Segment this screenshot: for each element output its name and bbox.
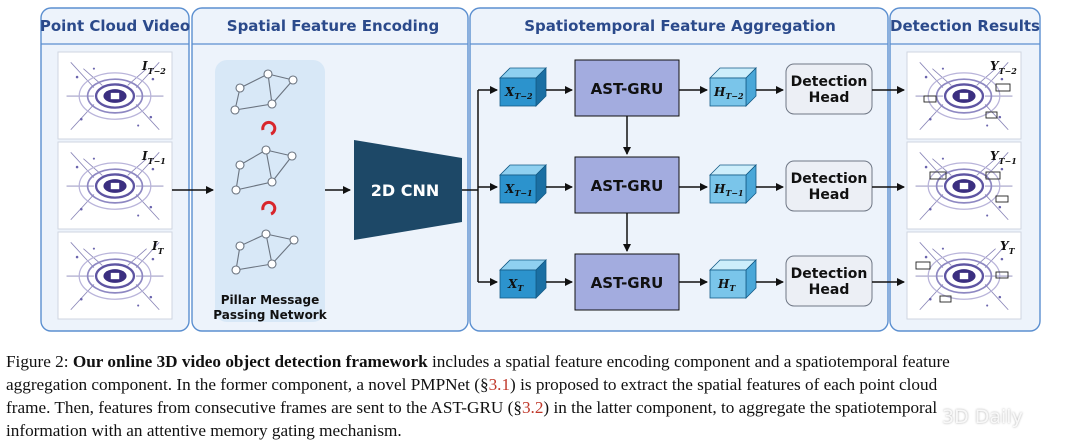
cube-front	[499, 174, 537, 204]
caption-line-2: aggregation component. In the former com…	[6, 373, 1078, 396]
head-label-line1: Detection	[791, 171, 868, 187]
hidden-state-cube: HT−2	[709, 67, 757, 107]
hidden-label: HT−2	[713, 85, 744, 101]
caption-line-1: Figure 2: Our online 3D video object det…	[6, 350, 1078, 373]
feature-label: XT−2	[504, 85, 533, 101]
hidden-label: HT	[717, 277, 736, 293]
section-ref-link[interactable]: 3.1	[488, 375, 511, 394]
result-label: YT	[1000, 239, 1016, 256]
cube-front	[499, 77, 537, 107]
detection-head: Detection Head	[785, 63, 873, 115]
gru-label: AST-GRU	[591, 177, 664, 195]
pmpnet-label-line2: Passing Network	[213, 308, 327, 322]
hidden-state-cube: HT	[709, 259, 757, 299]
gru-label: AST-GRU	[591, 274, 664, 292]
caption-line-3: frame. Then, features from consecutive f…	[6, 396, 1078, 419]
feature-cube: XT−1	[499, 164, 547, 204]
hidden-label: HT−1	[713, 182, 744, 198]
bounding-boxes	[915, 261, 1009, 303]
head-label-line1: Detection	[791, 74, 868, 90]
head-label-line2: Head	[809, 90, 850, 106]
output-frame: YT−1	[906, 141, 1022, 230]
output-frame: YT−2	[906, 51, 1022, 140]
graph-icon	[231, 145, 297, 195]
ast-gru-block: AST-GRU	[574, 59, 680, 117]
panel-title-point-cloud-video: Point Cloud Video	[40, 17, 190, 35]
bounding-boxes	[929, 171, 1009, 203]
head-label-line1: Detection	[791, 266, 868, 282]
refresh-icon	[261, 200, 277, 216]
head-box	[785, 255, 873, 307]
detection-head: Detection Head	[785, 255, 873, 307]
hidden-state-cube: HT−1	[709, 164, 757, 204]
cube-front	[499, 269, 537, 299]
refresh-icon	[261, 120, 277, 136]
graph-icon	[231, 229, 299, 275]
watermark-logo: 3D Daily	[942, 406, 1023, 428]
head-box	[785, 63, 873, 115]
caption-text: frame. Then, features from consecutive f…	[6, 398, 522, 417]
caption-text: aggregation component. In the former com…	[6, 375, 489, 394]
feature-to-gru-arrows	[546, 86, 573, 286]
gru-to-hidden-arrows	[679, 86, 708, 286]
gru-box	[574, 59, 680, 117]
feature-cube: XT−2	[499, 67, 547, 107]
feature-cube: XT	[499, 259, 547, 299]
framework-diagram: Point Cloud Video Spatial Feature Encodi…	[40, 7, 1041, 332]
gru-box	[574, 253, 680, 311]
frame-label: IT	[151, 239, 165, 256]
pmpnet-block: Pillar Message Passing Network	[213, 60, 328, 322]
result-label: YT−2	[990, 59, 1017, 76]
caption-bold-phrase: Our online 3D video object detection fra…	[72, 352, 428, 371]
cube-front	[709, 77, 747, 107]
result-label: YT−1	[990, 149, 1017, 166]
caption-text: includes a spatial feature encoding comp…	[431, 352, 950, 371]
cnn-label: 2D CNN	[371, 181, 440, 200]
frame-label: IT−1	[141, 149, 166, 166]
input-frame: IT	[57, 231, 173, 320]
input-frame: IT−2	[57, 51, 173, 140]
head-label-line2: Head	[809, 282, 850, 298]
head-to-result-arrows	[872, 86, 905, 286]
input-frame: IT−1	[57, 141, 173, 230]
output-frame: YT	[906, 231, 1022, 320]
hidden-to-head-arrows	[756, 86, 784, 286]
cnn-shape	[354, 140, 462, 240]
bounding-boxes	[923, 83, 1011, 119]
ast-gru-block: AST-GRU	[574, 156, 680, 214]
panel-title-spatiotemporal-feature-aggregation: Spatiotemporal Feature Aggregation	[524, 17, 836, 35]
cnn-branch-arrows	[462, 86, 498, 286]
panel-title-detection-results: Detection Results	[890, 17, 1040, 35]
cube-front	[709, 174, 747, 204]
pmpnet-box	[215, 60, 325, 322]
head-label-line2: Head	[809, 187, 850, 203]
gru-box	[574, 156, 680, 214]
gru-label: AST-GRU	[591, 80, 664, 98]
caption-text: ) is proposed to extract the spatial fea…	[510, 375, 938, 394]
head-box	[785, 160, 873, 212]
pmpnet-label-line1: Pillar Message	[221, 293, 320, 307]
cnn-block: 2D CNN	[354, 140, 462, 240]
caption-text: ) in the latter component, to aggregate …	[543, 398, 938, 417]
graph-icon	[230, 69, 298, 115]
cube-front	[709, 269, 747, 299]
feature-label: XT	[507, 277, 524, 293]
figure-label: Figure 2:	[6, 352, 69, 371]
figure-caption: Figure 2: Our online 3D video object det…	[6, 350, 1078, 442]
detection-head: Detection Head	[785, 160, 873, 212]
ast-gru-block: AST-GRU	[574, 253, 680, 311]
panel-title-spatial-feature-encoding: Spatial Feature Encoding	[227, 17, 439, 35]
frame-label: IT−2	[141, 59, 166, 76]
feature-label: XT−1	[504, 182, 533, 198]
caption-line-4: information with an attentive memory gat…	[6, 421, 402, 440]
section-ref-link[interactable]: 3.2	[521, 398, 544, 417]
